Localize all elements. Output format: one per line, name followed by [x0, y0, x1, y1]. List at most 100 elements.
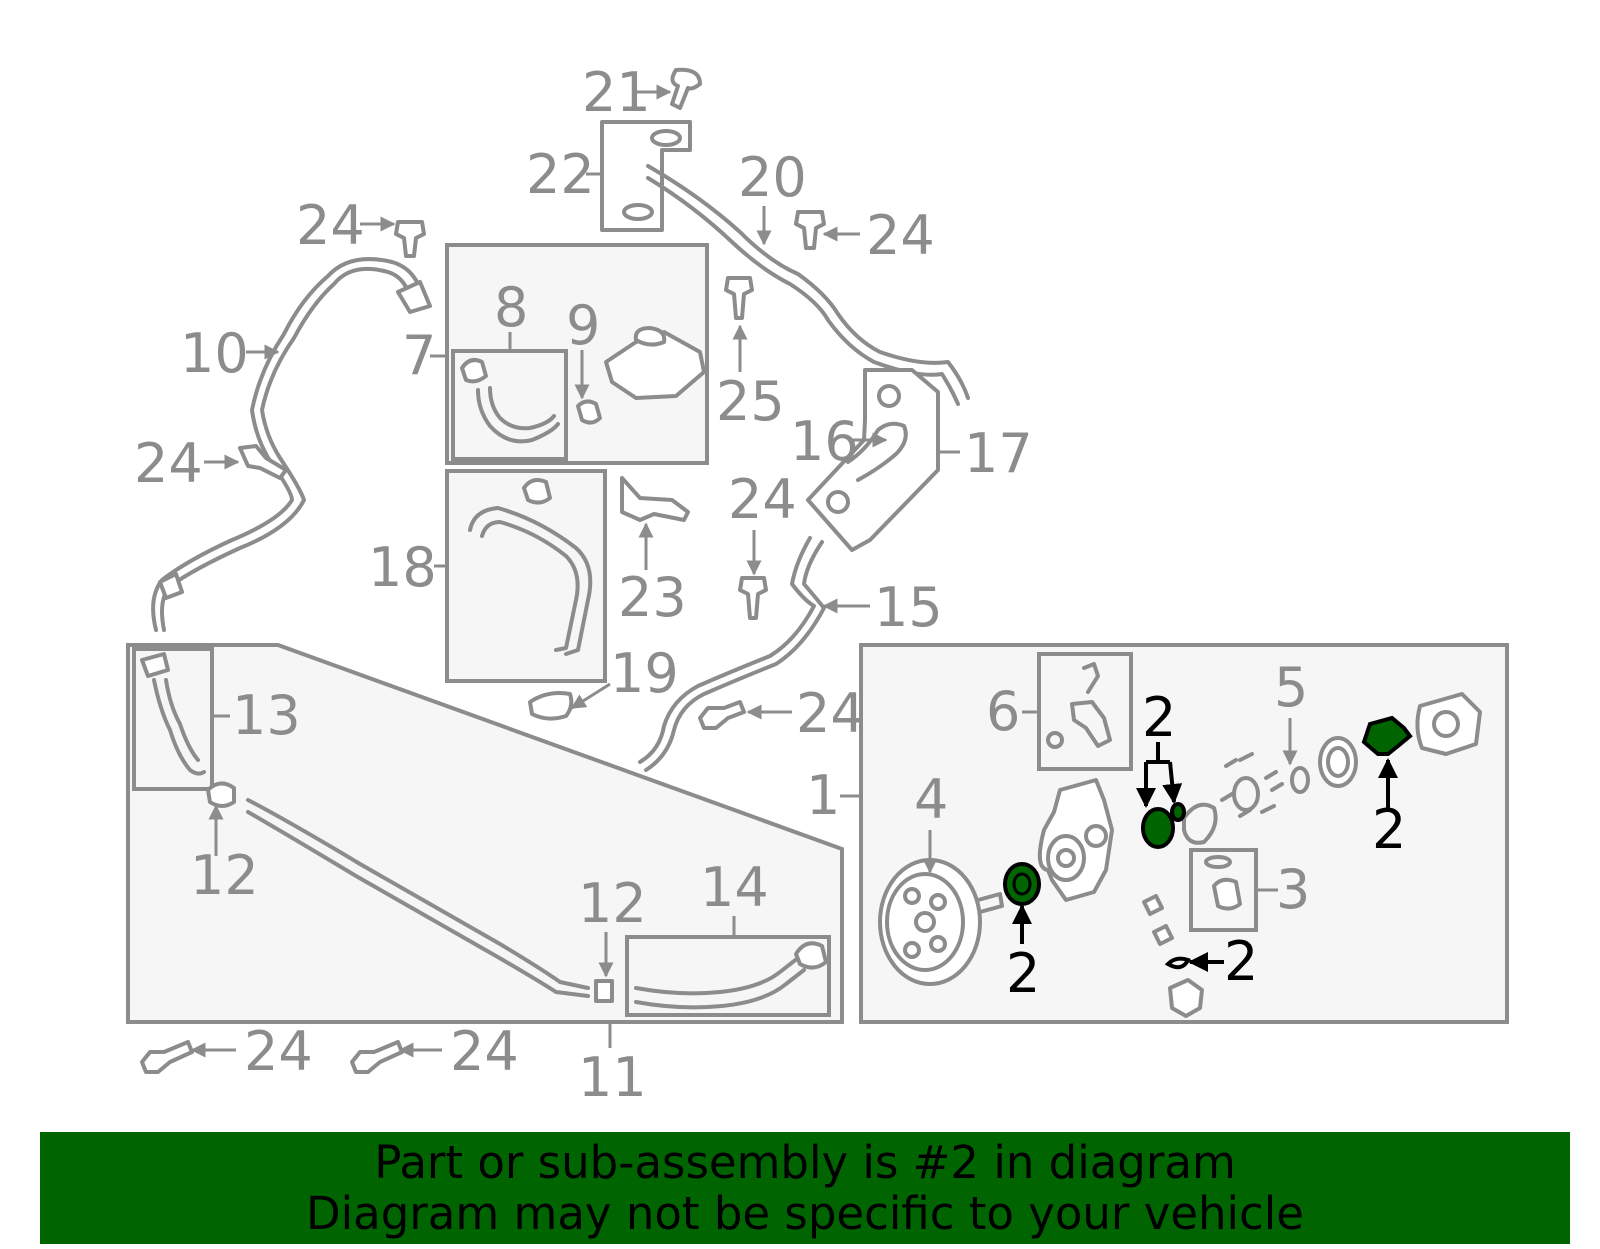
- line-20: [646, 164, 970, 400]
- callout-8: 8: [494, 276, 528, 339]
- pulley-4-hole-a: [903, 887, 921, 905]
- rear-cover-hub: [1432, 710, 1460, 738]
- seal-2-oring-small[interactable]: [1170, 802, 1186, 822]
- bolt-25: [724, 276, 754, 320]
- hose-18-b: [480, 520, 580, 652]
- clamp-8: [460, 358, 488, 384]
- callout-24-g: 24: [450, 1020, 519, 1083]
- callout-12-a: 12: [190, 844, 259, 907]
- callout-15: 15: [874, 576, 943, 639]
- callout-2-a: 2: [1006, 942, 1040, 1005]
- bolt-24-b: [794, 210, 826, 250]
- clamp-12-a: [206, 781, 236, 808]
- callout-24-c: 24: [134, 432, 203, 495]
- callout-19: 19: [610, 642, 679, 705]
- fitting-13: [140, 652, 170, 678]
- part-14-box: [625, 935, 831, 1017]
- bracket-17-hole-a: [877, 384, 901, 408]
- callout-9: 9: [566, 294, 600, 357]
- seal-2-oring-large[interactable]: [1141, 807, 1175, 849]
- callout-12-b: 12: [578, 872, 647, 935]
- callout-1: 1: [806, 764, 840, 827]
- reservoir-9-cap: [633, 326, 667, 347]
- bolt-6: [1082, 662, 1100, 694]
- hose-18: [468, 506, 593, 656]
- plug-3: [1212, 877, 1242, 911]
- seal-2-shaft-inner: [1012, 872, 1032, 896]
- bolt-24-e: [698, 700, 746, 730]
- callout-11: 11: [578, 1046, 647, 1109]
- bracket-17-hole-b: [826, 490, 850, 514]
- callout-24-f: 24: [244, 1020, 313, 1083]
- hose-8-b: [488, 386, 556, 431]
- clamp-12-b: [594, 979, 614, 1003]
- callout-17: 17: [964, 422, 1033, 485]
- retaining-ring-5: [1290, 766, 1310, 794]
- info-banner: Part or sub-assembly is #2 in diagram Di…: [40, 1132, 1570, 1244]
- callout-24-b: 24: [866, 204, 935, 267]
- callout-18: 18: [368, 536, 437, 599]
- bracket-22: [600, 120, 692, 232]
- banner-line-1: Part or sub-assembly is #2 in diagram: [374, 1136, 1236, 1189]
- pulley-4-hole-d: [903, 941, 921, 959]
- seal-2-shaft[interactable]: [1003, 862, 1041, 906]
- line-11-b: [246, 810, 590, 998]
- seal-2-gasket[interactable]: [1361, 715, 1413, 756]
- part-13-box: [132, 647, 214, 791]
- pressure-line-10: [160, 267, 414, 632]
- fitting-10-b: [158, 572, 184, 600]
- seal-3: [1204, 855, 1232, 869]
- banner-line-2: Diagram may not be specific to your vehi…: [306, 1187, 1304, 1240]
- callout-24-e: 24: [796, 682, 865, 745]
- clamp-18: [522, 478, 552, 505]
- fitting-union: [1168, 978, 1204, 1018]
- pump-body-port: [1046, 834, 1086, 882]
- hose-14-b: [634, 968, 806, 1010]
- bracket-22-hole-b: [622, 203, 654, 221]
- pressure-line-10-b: [151, 257, 426, 632]
- valve-6: [1070, 700, 1112, 748]
- clamp-9: [576, 399, 602, 425]
- fitting-lower: [1142, 894, 1174, 946]
- clamp-14: [794, 941, 828, 970]
- callout-6: 6: [986, 680, 1020, 743]
- line-11: [246, 798, 590, 990]
- pulley-4-inner: [885, 872, 965, 972]
- callout-5: 5: [1274, 656, 1308, 719]
- thrust-plate-inner: [1326, 746, 1350, 778]
- pump-body-port-inner: [1056, 848, 1076, 868]
- callout-24-d: 24: [728, 468, 797, 531]
- callout-10: 10: [180, 322, 249, 385]
- bracket-23: [620, 476, 690, 522]
- pulley-4-hub: [914, 911, 936, 933]
- rotor-kit: [1182, 802, 1218, 845]
- hose-13: [152, 678, 206, 776]
- fitting-10: [396, 280, 432, 314]
- return-hose-panel: [445, 469, 607, 683]
- clamp-19: [528, 691, 574, 721]
- pulley-4-hole-c: [929, 935, 947, 953]
- hose-assembly-panel: [126, 643, 844, 1024]
- thrust-plate: [1318, 736, 1358, 788]
- vanes-a: [1220, 752, 1284, 818]
- lead-2b: [1146, 742, 1170, 764]
- callout-23: 23: [618, 566, 687, 629]
- hose-8: [476, 388, 560, 444]
- bolt-21: [670, 67, 702, 110]
- callout-2-d: 2: [1372, 798, 1406, 861]
- callout-14: 14: [700, 856, 769, 919]
- bracket-17: [806, 368, 940, 552]
- hose-14: [634, 956, 800, 996]
- callout-2-c: 2: [1224, 930, 1258, 993]
- callout-4: 4: [914, 768, 948, 831]
- pump-shaft: [976, 892, 1004, 914]
- callout-20: 20: [738, 146, 807, 209]
- callout-13: 13: [232, 684, 301, 747]
- bolt-24-a: [394, 220, 426, 258]
- callout-3: 3: [1276, 858, 1310, 921]
- rear-cover: [1415, 692, 1482, 756]
- hose-13-b: [164, 678, 200, 762]
- callout-16: 16: [790, 410, 859, 473]
- bolt-24-f: [140, 1040, 194, 1074]
